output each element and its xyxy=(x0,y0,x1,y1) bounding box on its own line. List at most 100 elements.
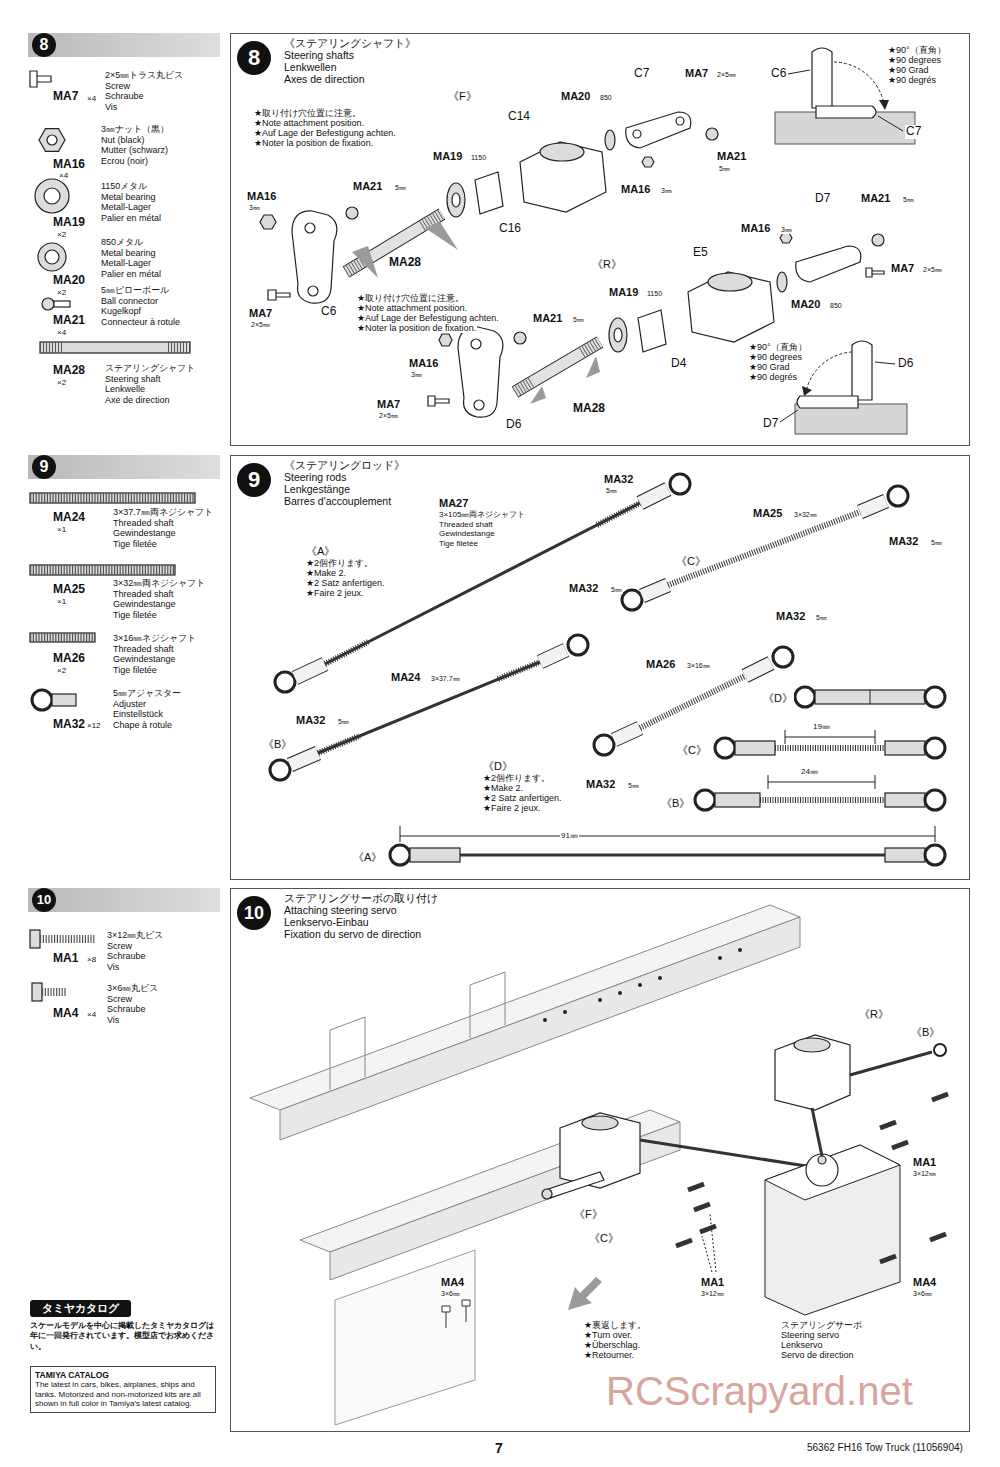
adjuster-outline xyxy=(642,585,668,596)
bearing-hole xyxy=(614,328,622,342)
note-text: C14 xyxy=(507,110,531,124)
catalog-text: The latest in cars, bikes, airplanes, sh… xyxy=(35,1380,211,1409)
steering-shaft xyxy=(515,342,600,392)
adjuster-body xyxy=(52,694,76,706)
ball-connector xyxy=(514,332,526,344)
adjuster-body xyxy=(640,489,668,503)
note-text: Schraube xyxy=(106,1004,147,1014)
note-text: 《C》 xyxy=(675,555,707,568)
note-text: 《R》 xyxy=(591,258,623,271)
arrowhead xyxy=(802,386,812,396)
note-text: C16 xyxy=(498,222,522,236)
note-text: ★Faire 2 jeux. xyxy=(482,803,542,813)
chassis-box xyxy=(335,1250,475,1425)
attention-arrow xyxy=(352,246,378,278)
note-text: ★90°（直角） xyxy=(748,342,808,352)
note-text: ★Make 2. xyxy=(305,568,347,578)
adjuster-eye xyxy=(925,738,945,758)
nut xyxy=(439,334,452,346)
adjuster-eye xyxy=(594,735,614,755)
adjuster-eye xyxy=(622,590,642,610)
note-text: ×2 xyxy=(56,288,67,297)
size-note: 3×37.7㎜ xyxy=(430,675,461,683)
note-text: Connecteur à rotule xyxy=(100,317,181,327)
note-text: ★Note attachment position. xyxy=(253,118,365,128)
note-text: Schraube xyxy=(106,951,147,961)
note-text: ステアリングシャフト xyxy=(104,363,196,373)
part-code: MA27 xyxy=(438,497,469,510)
adjuster-body xyxy=(614,728,640,740)
screw-head xyxy=(32,983,42,1001)
adjuster-outline xyxy=(540,650,566,662)
note-text: ★2個作ります。 xyxy=(305,558,374,568)
step-heading: 《ステアリングロッド》 xyxy=(284,459,405,471)
spline xyxy=(168,342,190,353)
note-text: ★Auf Lage der Befestigung achten. xyxy=(253,128,397,138)
catalog-heading: TAMIYA CATALOG xyxy=(35,1370,211,1380)
step-heading: Steering shafts xyxy=(284,49,354,61)
note-text: 5㎜アジャスター xyxy=(112,688,182,698)
thread xyxy=(30,493,195,503)
note-text: D7 xyxy=(762,417,779,431)
screw-thread xyxy=(40,935,95,943)
mount-holes xyxy=(545,950,740,1020)
arm-hole xyxy=(308,286,318,296)
catalog-box: タミヤカタログスケールモデルを中心に掲載したタミヤカタログは年に一回発行されてい… xyxy=(30,1298,216,1413)
note-text: ★90 degrés xyxy=(887,75,937,85)
note-text: Metal bearing xyxy=(100,248,157,258)
size-note: 2×5㎜ xyxy=(378,412,399,420)
post-top xyxy=(794,1038,830,1052)
note-text: ★Note attachment position. xyxy=(356,303,468,313)
bearing-icon xyxy=(38,243,66,271)
part-code: MA21 xyxy=(352,180,383,193)
steering-shaft xyxy=(346,214,442,272)
note-text: Nut (black) xyxy=(100,135,146,145)
part-code: MA1 xyxy=(912,1156,937,1169)
adjuster-body xyxy=(885,741,925,755)
collar xyxy=(475,172,503,214)
note-text: Gewindestange xyxy=(112,528,177,538)
note-text: ★90 degrees xyxy=(887,55,942,65)
note-text: 2×5㎜トラス丸ビス xyxy=(104,70,184,80)
note-text: 《B》 xyxy=(910,1026,941,1039)
part-code: MA16 xyxy=(408,357,439,370)
bearing-hole xyxy=(44,188,60,204)
part-code: MA32 xyxy=(568,582,599,595)
part-code: MA24 xyxy=(52,511,86,525)
note-text: D7 xyxy=(814,192,831,206)
size-note: 2×5㎜ xyxy=(716,71,737,79)
spline xyxy=(582,342,600,353)
screw xyxy=(866,268,884,277)
note-text: Metall-Lager xyxy=(100,258,152,268)
arm-hole xyxy=(633,130,641,138)
arrowhead xyxy=(879,100,889,110)
thread xyxy=(775,745,885,751)
frame-rail xyxy=(300,1110,680,1252)
angle-arc xyxy=(806,352,852,392)
note-text: Schraube xyxy=(104,91,145,101)
size-note: 5㎜ xyxy=(930,539,943,547)
note-text: Tige filetée xyxy=(112,539,158,549)
adjuster-outline xyxy=(860,501,886,512)
watermark: RCScrapyard.net xyxy=(605,1368,914,1414)
size-note: 3×16㎜ xyxy=(686,662,711,670)
arm-hole xyxy=(305,223,315,233)
steering-arm xyxy=(626,112,691,148)
step-number: 10 xyxy=(32,888,56,912)
threaded-shaft-icon xyxy=(30,633,95,642)
note-text: 3×105㎜両ネジシャフト xyxy=(438,510,526,519)
note-text: D6 xyxy=(505,418,522,432)
servo-horn xyxy=(806,1154,838,1186)
part-code: MA25 xyxy=(752,507,783,520)
adjuster-eye xyxy=(390,845,410,865)
note-text: Steering shaft xyxy=(104,374,162,384)
thread xyxy=(640,676,745,728)
note-text: ステアリングサーボ xyxy=(780,1320,863,1330)
size-note: 5㎜ xyxy=(718,165,731,173)
note-text: ×1 xyxy=(56,525,67,534)
note-text: Servo de direction xyxy=(780,1350,855,1360)
collar xyxy=(638,310,666,352)
spline xyxy=(515,381,533,392)
rod xyxy=(460,854,885,857)
note-text: 《D》 xyxy=(762,692,794,705)
